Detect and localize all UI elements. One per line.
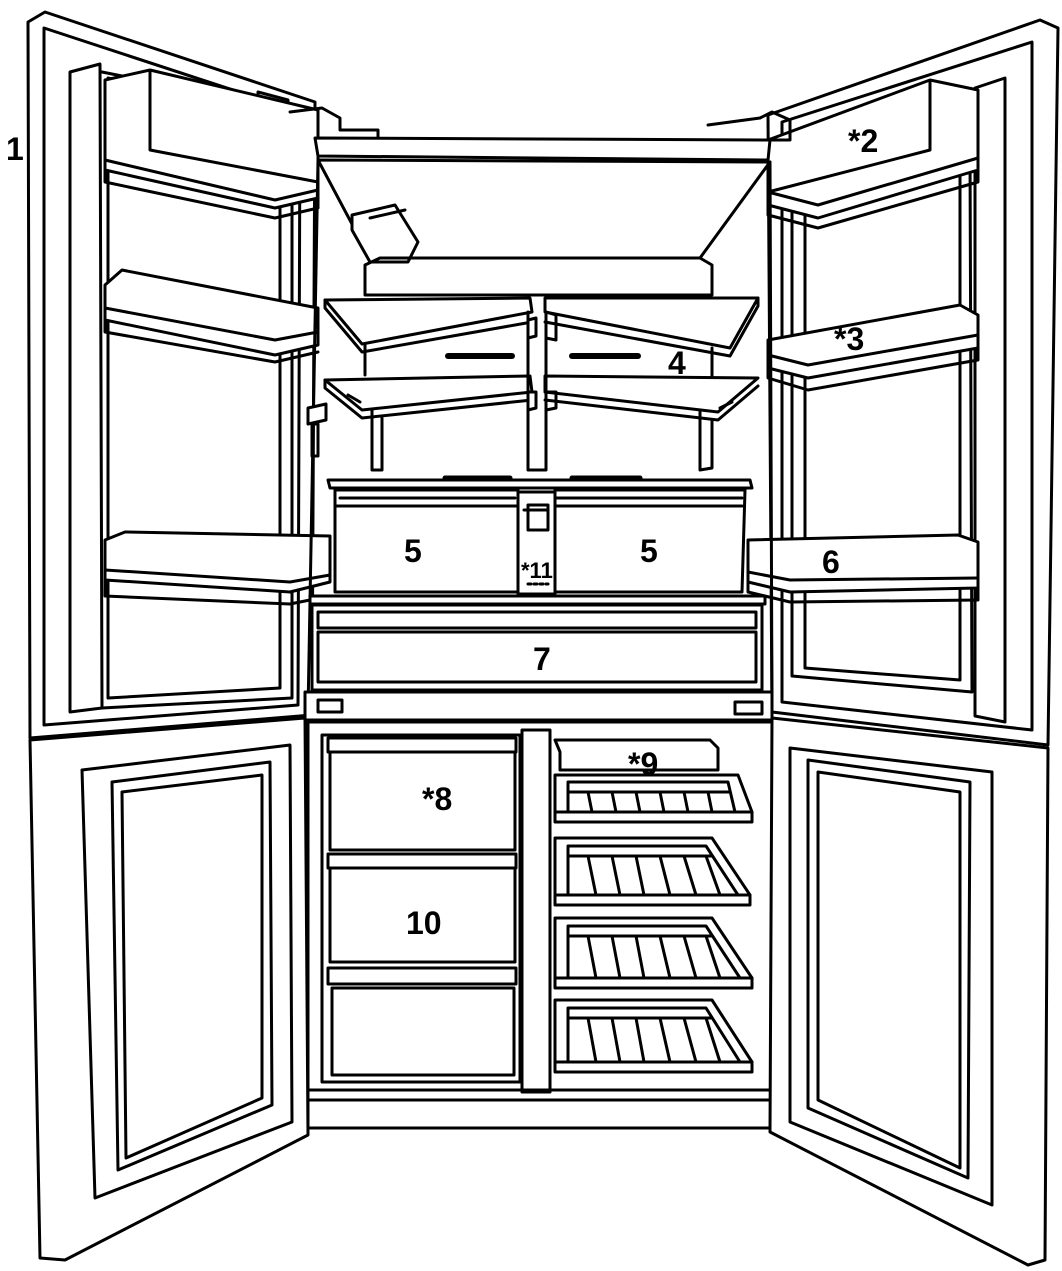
right-lower-door (768, 716, 1050, 1267)
left-lower-door (28, 716, 310, 1262)
callout-shelf: 4 (668, 345, 686, 381)
full-width-drawer (308, 594, 767, 692)
callout-freezer-drawer-top: *8 (422, 781, 452, 817)
callout-full-width-drawer: 7 (533, 641, 551, 677)
callout-center-module: *11 (521, 558, 553, 583)
callout-drawer-right: 5 (640, 533, 658, 569)
wine-shelf-4 (553, 998, 754, 1074)
right-upper-door (746, 18, 1060, 747)
wine-shelf-3 (553, 916, 754, 990)
freezer-drawers (320, 733, 522, 1084)
crisper-drawers (333, 488, 747, 596)
callout-wine-rack: *9 (628, 746, 658, 782)
callout-lower-door-bin: 6 (822, 544, 840, 580)
door-bracket (306, 402, 328, 458)
left-upper-door (26, 10, 332, 740)
callout-adjustable-door-bin: *3 (834, 321, 864, 357)
fridge-compartment (288, 106, 792, 714)
wine-rack (553, 738, 754, 1074)
callout-top-door-bin: *2 (848, 123, 878, 159)
wine-shelf-1 (553, 773, 754, 824)
callout-drawer-left: 5 (404, 533, 422, 569)
fridge-shelves (323, 296, 760, 490)
callout-left-door: 1 (6, 131, 24, 167)
callout-freezer-drawer-middle: 10 (406, 905, 442, 941)
wine-shelf-2 (553, 836, 752, 907)
